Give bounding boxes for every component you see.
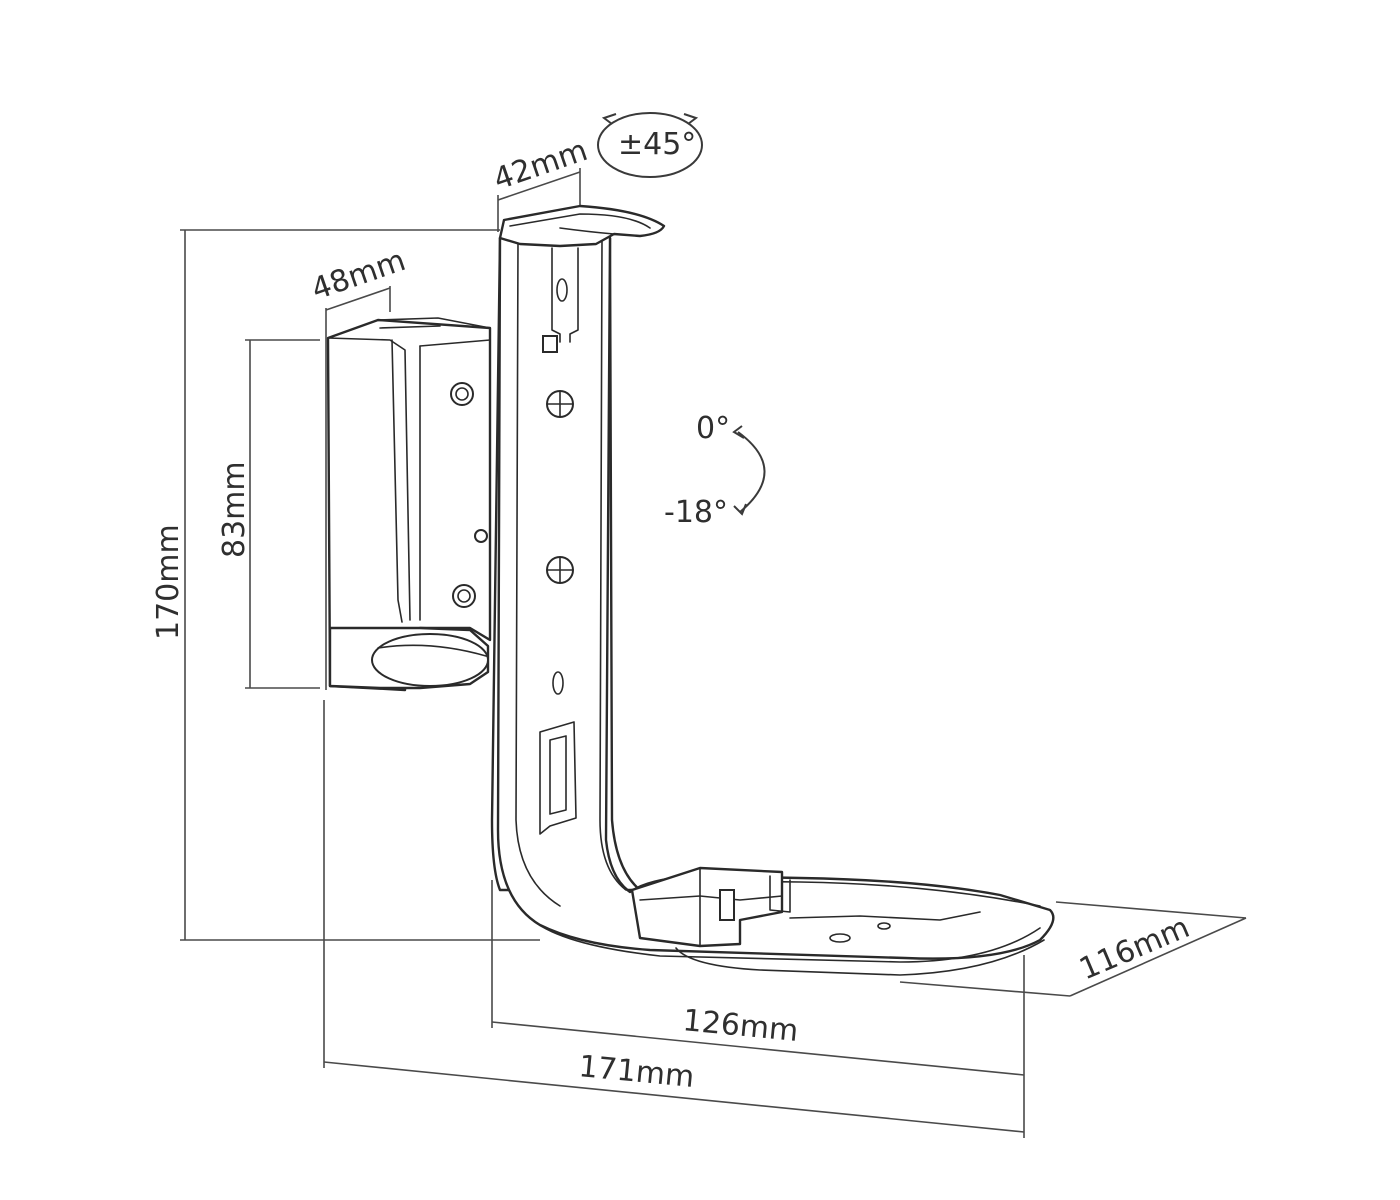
dim-116-line	[1069, 917, 1247, 997]
dim-48-line	[325, 287, 391, 311]
base-rim-bottom	[675, 939, 1045, 976]
side-clamp-edge	[327, 337, 411, 621]
swivel-arrow-head-right	[683, 113, 699, 125]
dim-126-line	[491, 1021, 1025, 1076]
base-clip-block	[630, 866, 784, 948]
base-inner-line	[789, 911, 981, 921]
arm-inner-left	[515, 239, 561, 907]
swivel-arrow-ring	[597, 112, 703, 178]
screw-hole-lower	[452, 584, 476, 608]
tilt-arrow-arc	[737, 431, 766, 513]
screw-hole-middle	[474, 529, 488, 543]
side-clamp-crease	[391, 339, 403, 623]
top-hook-inner	[509, 213, 651, 229]
label-side-depth: 48mm	[307, 243, 410, 308]
screw-hole-upper-inner	[455, 387, 469, 401]
top-clip-left	[551, 247, 561, 343]
top-clip-tab	[542, 335, 558, 353]
slot-top	[556, 278, 568, 302]
swivel-arrow-head-left	[601, 113, 617, 125]
label-tilt-bottom: -18°	[664, 495, 728, 530]
swivel-disc	[371, 633, 489, 687]
screw-hole-upper	[450, 382, 474, 406]
screw-hole-lower-inner	[457, 589, 471, 603]
label-base-depth: 116mm	[1074, 910, 1194, 987]
dim-116-bottom-ext	[899, 981, 1071, 997]
base-clip-tab	[719, 889, 735, 921]
side-clamp-top-inner	[379, 325, 441, 329]
base-hole-left	[829, 933, 851, 943]
label-swivel: ±45°	[618, 127, 696, 162]
tilt-arrow-head-top	[732, 425, 745, 439]
side-clamp-top	[377, 317, 491, 329]
label-total-height: 170mm	[151, 524, 186, 640]
label-total-reach: 171mm	[577, 1049, 696, 1095]
base-rim-lower	[529, 917, 1041, 963]
label-tilt-top: 0°	[696, 411, 730, 446]
top-hook-lip	[559, 227, 615, 235]
lower-slot-inner	[549, 735, 567, 815]
arm-base-outline	[496, 236, 1055, 960]
tilt-arrow-head-bottom	[733, 503, 747, 516]
lower-slot	[539, 721, 577, 835]
top-hook	[498, 204, 666, 248]
dim-171-line	[323, 1061, 1025, 1133]
label-plate-height: 83mm	[217, 461, 252, 558]
swivel-disc-line	[377, 644, 487, 657]
base-rear-tab	[769, 875, 791, 913]
side-plate-top-line	[419, 339, 491, 347]
rotation-indicators	[597, 112, 766, 516]
dim-42-line	[497, 171, 581, 201]
dimension-lines	[180, 168, 1247, 1138]
bracket-body	[326, 204, 1055, 976]
dim-116-top-ext	[1055, 901, 1247, 919]
label-top-width: 42mm	[489, 133, 592, 198]
top-clip-right	[569, 247, 579, 343]
arm-inner-right	[599, 239, 627, 891]
slot-bottom	[552, 671, 564, 695]
base-hole-right	[877, 922, 891, 930]
